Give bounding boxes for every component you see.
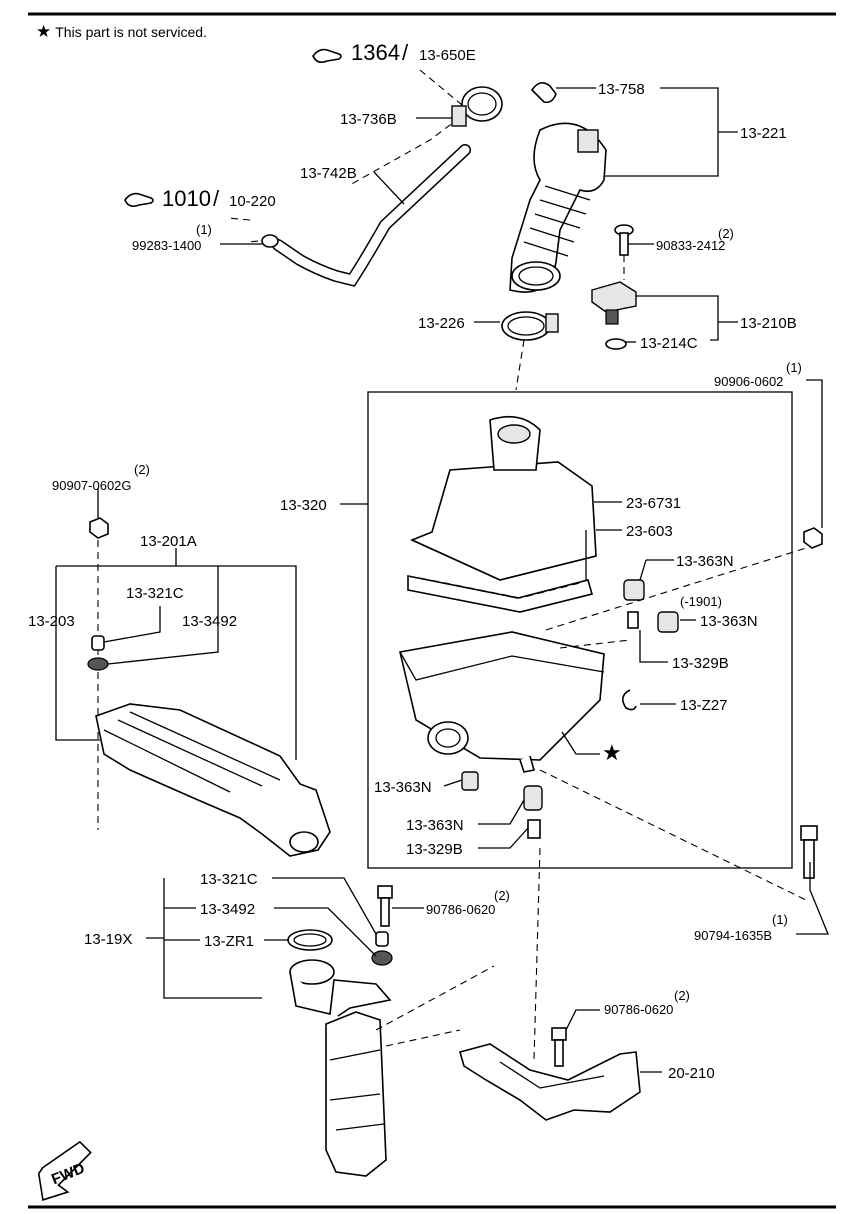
leader-lines xyxy=(55,87,829,1073)
label-range-1901: (-1901) xyxy=(680,594,722,609)
label-90833-qty: (2) xyxy=(718,226,734,241)
label-13-Z27[interactable]: 13-Z27 xyxy=(680,697,728,714)
label-13-363N-a[interactable]: 13-363N xyxy=(676,553,734,570)
pin-13-329B-b[interactable] xyxy=(527,819,541,839)
o-ring-13-214C[interactable] xyxy=(605,338,627,350)
label-13-3492-a[interactable]: 13-3492 xyxy=(182,613,237,630)
resonator-13-201A[interactable] xyxy=(95,703,331,857)
hose-clamp-13-226[interactable] xyxy=(501,311,559,341)
clip-13-Z27[interactable] xyxy=(622,689,637,711)
forward-arrow-icon: FWD xyxy=(37,1140,92,1201)
label-13-363N-b[interactable]: 13-363N xyxy=(700,613,758,630)
not-serviced-note: ★This part is not serviced. xyxy=(36,22,207,42)
nut-90906-0602[interactable] xyxy=(803,527,823,549)
label-13-320[interactable]: 13-320 xyxy=(280,497,327,514)
label-90794-1635B[interactable]: 90794-1635B xyxy=(694,928,772,943)
label-99283-1400[interactable]: 99283-1400 xyxy=(132,238,201,253)
label-13-203[interactable]: 13-203 xyxy=(28,613,75,630)
label-13-210B[interactable]: 13-210B xyxy=(740,315,797,332)
hand-pointer-icon xyxy=(124,192,154,207)
insulator-13-3492-b[interactable] xyxy=(371,950,393,966)
breather-hose-13-742B[interactable] xyxy=(272,144,471,287)
grommet-13-363N-c[interactable] xyxy=(461,771,479,791)
elbow-fitting-13-758[interactable] xyxy=(530,82,557,104)
reference-1364[interactable]: 1364 / 13-650E xyxy=(312,40,476,65)
bracket-20-210[interactable] xyxy=(459,1043,641,1121)
ref-1364-code: 13-650E xyxy=(419,47,476,64)
label-13-214C[interactable]: 13-214C xyxy=(640,335,698,352)
label-13-3492-b[interactable]: 13-3492 xyxy=(200,901,255,918)
hose-band-13-ZR1[interactable] xyxy=(287,929,333,951)
label-13-736B[interactable]: 13-736B xyxy=(340,111,397,128)
air-duct-13-221[interactable] xyxy=(509,122,607,293)
grommet-13-321C-b[interactable] xyxy=(375,931,389,947)
hose-clamp-13-736B[interactable] xyxy=(451,86,503,127)
guide-line xyxy=(533,547,807,1061)
grommet-13-363N-b[interactable] xyxy=(657,611,679,633)
label-90786-a-qty: (2) xyxy=(494,888,510,903)
air-cleaner-case[interactable] xyxy=(399,631,605,773)
label-90786-0620-a[interactable]: 90786-0620 xyxy=(426,902,495,917)
ref-1364-page: 1364 xyxy=(351,40,400,65)
label-13-19X[interactable]: 13-19X xyxy=(84,931,132,948)
bolt-90786-0620-a[interactable] xyxy=(377,885,393,927)
label-13-ZR1[interactable]: 13-ZR1 xyxy=(204,933,254,950)
grommet-13-363N-d[interactable] xyxy=(523,785,543,811)
label-90786-0620-b[interactable]: 90786-0620 xyxy=(604,1002,673,1017)
air-intake-duct-13-19X[interactable] xyxy=(289,959,392,1177)
ref-1010-code: 10-220 xyxy=(229,193,276,210)
bolt-90794-1635B[interactable] xyxy=(800,825,818,879)
bolt-90786-0620-b[interactable] xyxy=(551,1027,567,1067)
note-text: This part is not serviced. xyxy=(55,24,207,40)
assembly-box-13-320 xyxy=(367,391,793,869)
label-90786-b-qty: (2) xyxy=(674,988,690,1003)
ref-1010-sep: / xyxy=(213,186,220,211)
insulator-13-3492[interactable] xyxy=(87,657,109,671)
pin-13-329B-a[interactable] xyxy=(627,611,639,629)
grommet-13-321C[interactable] xyxy=(91,635,105,651)
label-90794-qty: (1) xyxy=(772,912,788,927)
label-13-201A[interactable]: 13-201A xyxy=(140,533,197,550)
label-13-321C-b[interactable]: 13-321C xyxy=(200,871,258,888)
label-99283-qty: (1) xyxy=(196,222,212,237)
label-90907-qty: (2) xyxy=(134,462,150,477)
nut-90907-0602G[interactable] xyxy=(89,517,109,539)
label-23-6731[interactable]: 23-6731 xyxy=(626,495,681,512)
not-serviced-star-icon: ★ xyxy=(602,740,622,765)
bolt-90833-2412[interactable] xyxy=(614,224,634,280)
label-13-221[interactable]: 13-221 xyxy=(740,125,787,142)
label-13-329B-b[interactable]: 13-329B xyxy=(406,841,463,858)
guide-line xyxy=(375,965,495,1047)
hand-pointer-icon xyxy=(312,48,342,63)
star-icon: ★ xyxy=(36,22,52,41)
label-13-226[interactable]: 13-226 xyxy=(418,315,465,332)
sensor-13-210B[interactable] xyxy=(591,281,637,325)
label-13-329B-a[interactable]: 13-329B xyxy=(672,655,729,672)
label-90906-0602[interactable]: 90906-0602 xyxy=(714,374,783,389)
label-13-321C-a[interactable]: 13-321C xyxy=(126,585,184,602)
label-13-758[interactable]: 13-758 xyxy=(598,81,645,98)
label-90906-qty: (1) xyxy=(786,360,802,375)
label-90907-0602G[interactable]: 90907-0602G xyxy=(52,478,132,493)
grommet-13-363N-a[interactable] xyxy=(623,579,645,601)
label-13-363N-c[interactable]: 13-363N xyxy=(374,779,432,796)
label-13-742B[interactable]: 13-742B xyxy=(300,165,357,182)
label-13-363N-d[interactable]: 13-363N xyxy=(406,817,464,834)
clip-99283-1400[interactable] xyxy=(261,234,279,248)
reference-1010[interactable]: 1010 / 10-220 xyxy=(124,186,276,211)
filter-element-23-603[interactable] xyxy=(407,575,593,613)
label-90833-2412[interactable]: 90833-2412 xyxy=(656,238,725,253)
label-20-210[interactable]: 20-210 xyxy=(668,1065,715,1082)
air-cleaner-cover-23-6731[interactable] xyxy=(409,415,597,581)
ref-1364-sep: / xyxy=(402,40,409,65)
ref-1010-page: 1010 xyxy=(162,186,211,211)
label-23-603[interactable]: 23-603 xyxy=(626,523,673,540)
